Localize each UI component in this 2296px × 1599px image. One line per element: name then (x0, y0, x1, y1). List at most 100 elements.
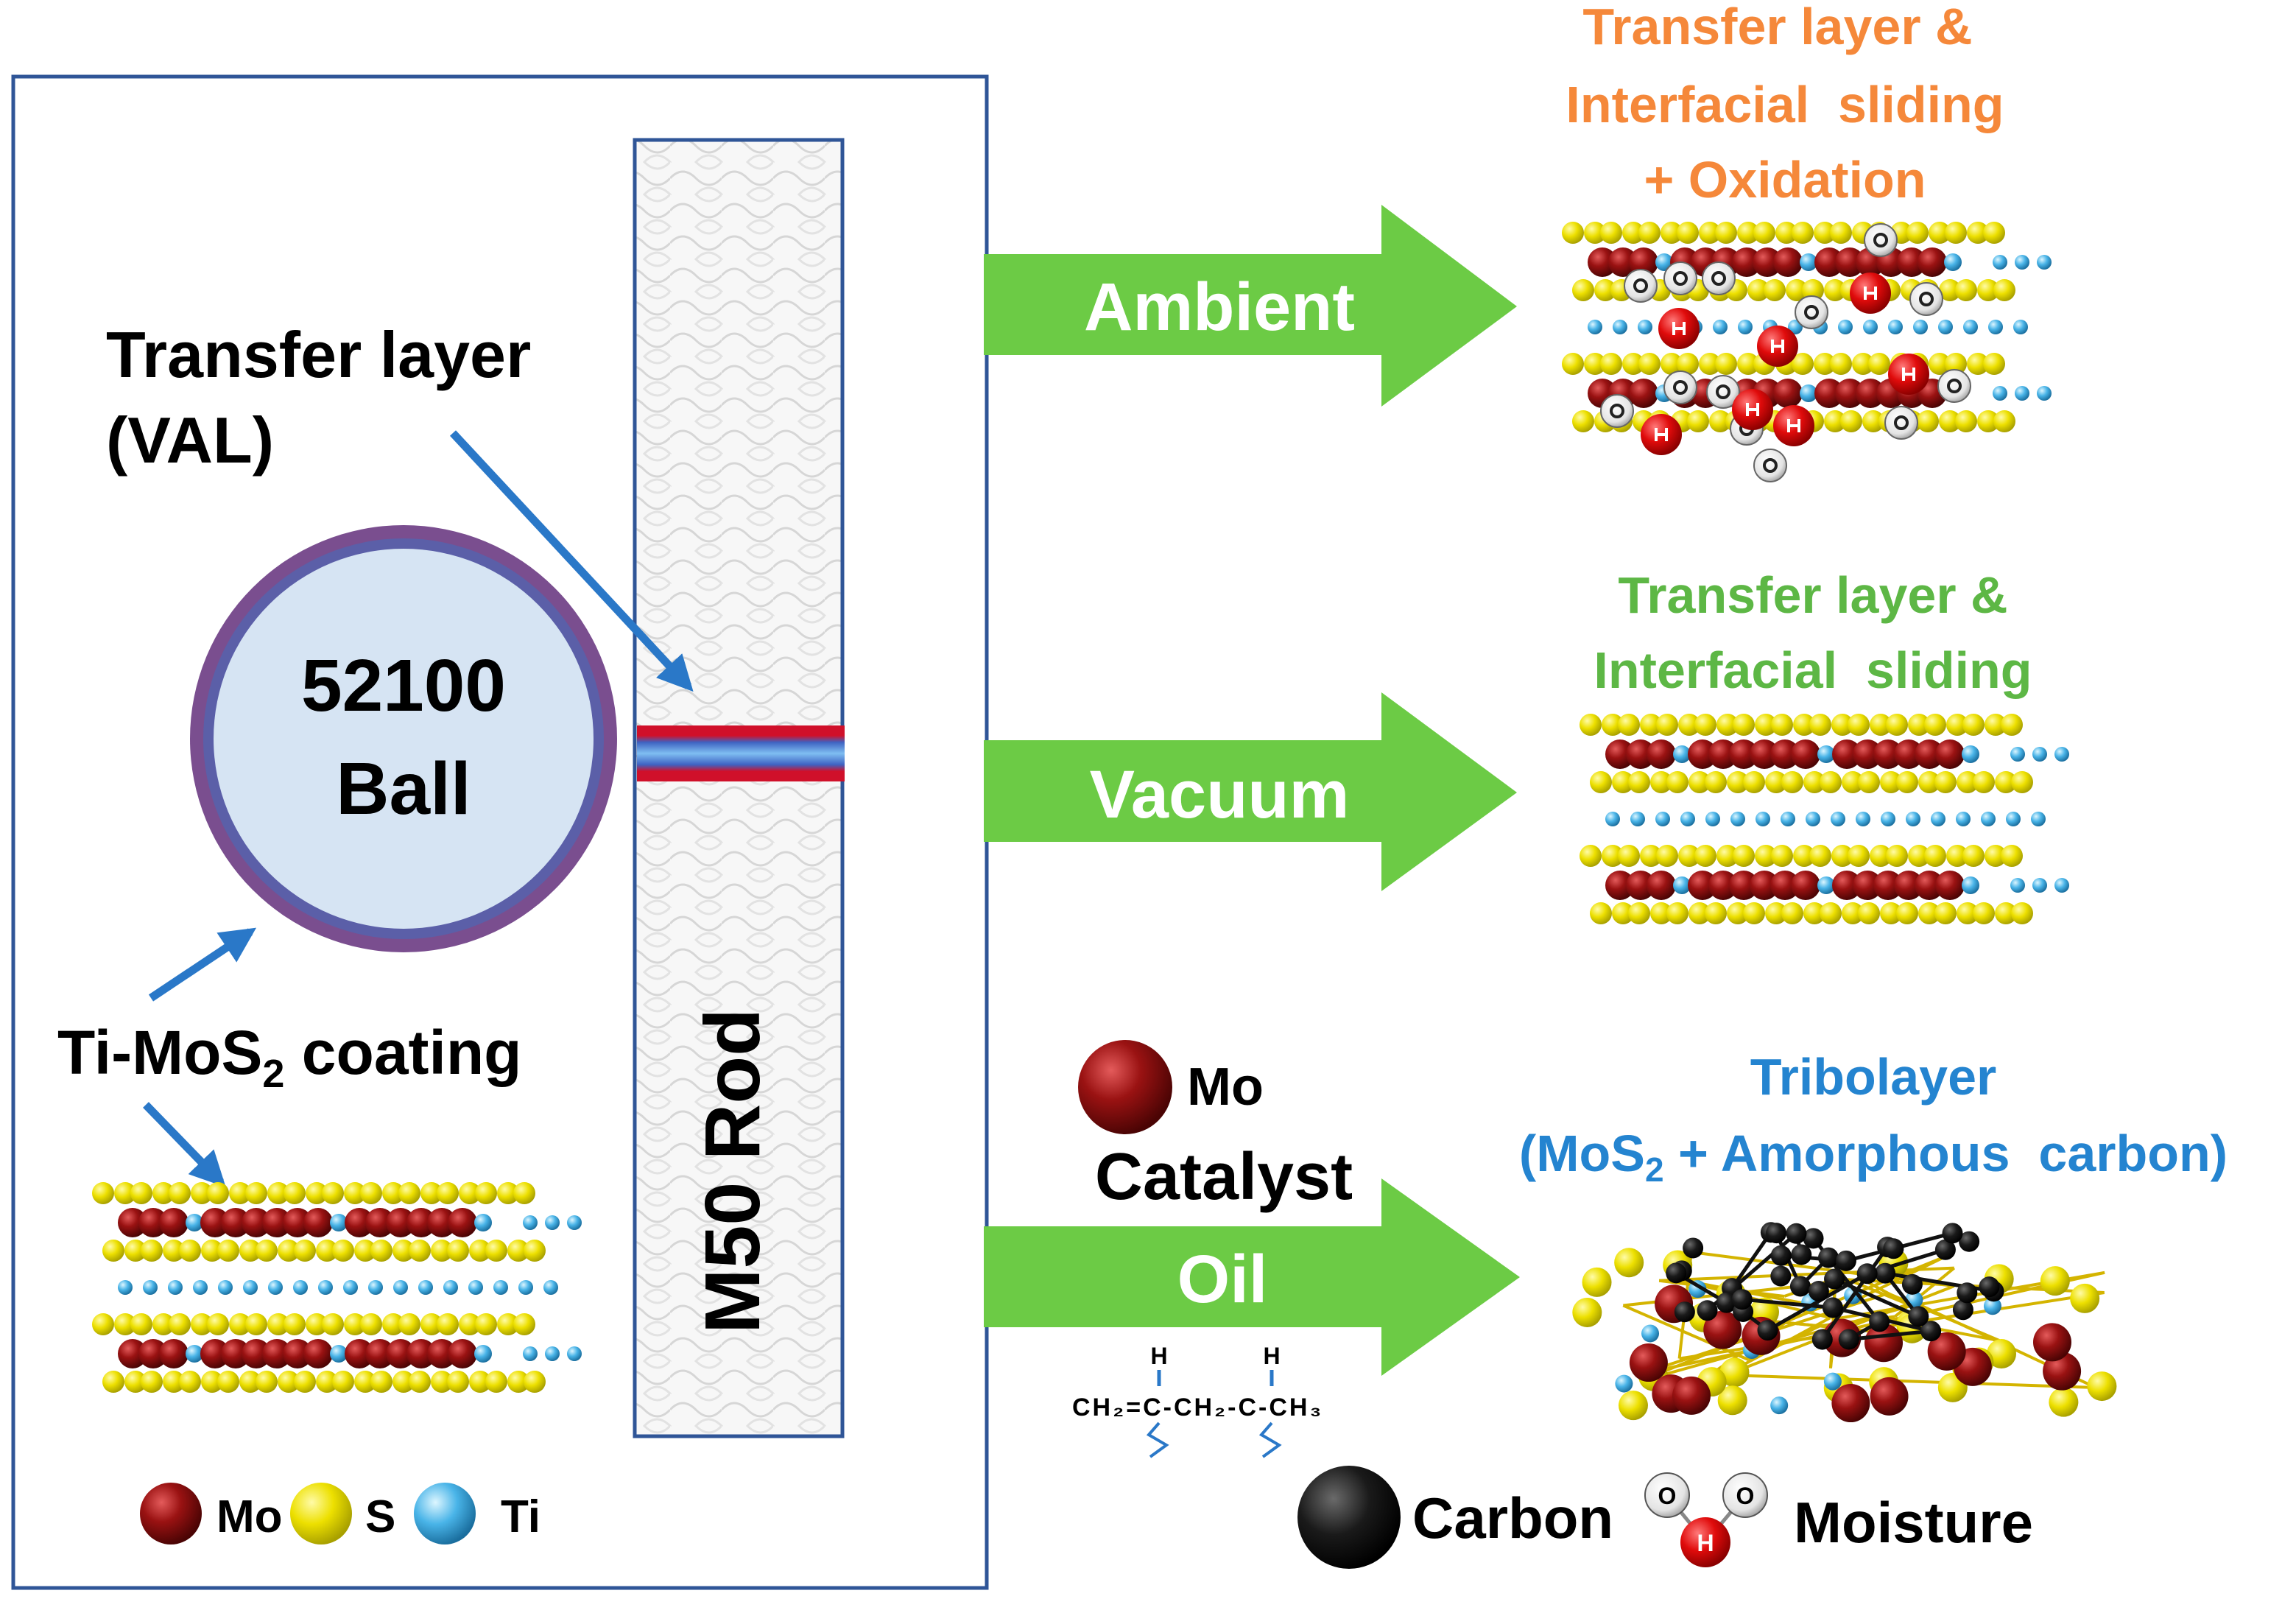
mo-atom (1647, 739, 1676, 769)
s-atom (1993, 410, 2015, 432)
s-atom (229, 1182, 251, 1204)
s-atom (1727, 771, 1749, 793)
vacuum-result-line2: Interfacial sliding (1594, 642, 2032, 699)
s-atom (124, 1371, 147, 1393)
s-atom (1699, 222, 1721, 244)
s-atom (1628, 771, 1650, 793)
carbon-atom (1697, 1300, 1718, 1321)
carbon-atom (1811, 1329, 1833, 1350)
carbon-atom (1875, 1262, 1896, 1284)
carbon-atom (1869, 1311, 1890, 1332)
s-atom (2011, 771, 2033, 793)
ti-atom (1823, 1372, 1842, 1391)
ti-atom (1983, 1297, 2001, 1315)
hydrogen-atom-mark (1902, 368, 1915, 381)
oxygen-atom (1624, 269, 1658, 303)
ti-atom (493, 1280, 508, 1295)
carbon-atom (1883, 1238, 1904, 1259)
s-atom (306, 1182, 328, 1204)
s-atom (507, 1371, 529, 1393)
mo-atom (1729, 871, 1758, 900)
s-atom (1743, 771, 1765, 793)
s-atom (469, 1371, 491, 1393)
s-atom (1727, 902, 1749, 924)
s-atom (1955, 410, 1977, 432)
s-atom (1612, 902, 1634, 924)
s-atom (1716, 845, 1739, 867)
legend-s-swatch (290, 1483, 352, 1544)
rod-label: M50 Rod (689, 1008, 776, 1334)
s-atom (92, 1182, 114, 1204)
vacuum-result-line1: Transfer layer & (1618, 566, 2007, 624)
ti-atom (1655, 812, 1670, 826)
mo-atom (1629, 1343, 1668, 1382)
s-atom (1983, 222, 2005, 244)
s-atom (1793, 845, 1815, 867)
mo-atom (2043, 1352, 2082, 1391)
mo-atom (200, 1208, 230, 1237)
ti-atom (1913, 320, 1928, 334)
ti-atom (1588, 320, 1602, 334)
s-atom (1618, 1391, 1648, 1421)
oxygen-atom-mark (1673, 271, 1688, 286)
mo-atom (365, 1208, 395, 1237)
s-atom (267, 1182, 289, 1204)
tribolayer-structure (1572, 1222, 2117, 1423)
s-atom (130, 1182, 152, 1204)
ti-atom (418, 1280, 433, 1295)
s-atom (207, 1182, 229, 1204)
ti-atom (1963, 320, 1978, 334)
carbon-atom (1959, 1231, 1980, 1252)
s-atom (322, 1182, 344, 1204)
s-atom (1677, 222, 1699, 244)
ti-atom (1993, 386, 2007, 401)
s-atom (1737, 353, 1759, 375)
ti-atom (1713, 320, 1728, 334)
s-atom (1793, 714, 1815, 736)
mo-atom (1773, 379, 1803, 408)
carbon-atom (1757, 1320, 1778, 1341)
s-atom (1580, 714, 1602, 736)
oil-result-line2: (MoS2 + Amorphous carbon) (1519, 1125, 2228, 1189)
ti-atom (2054, 747, 2069, 762)
ti-atom (1863, 320, 1878, 334)
ti-atom (523, 1215, 538, 1230)
s-atom (1656, 845, 1678, 867)
s-atom (1946, 714, 1968, 736)
carbon-atom (1808, 1281, 1829, 1302)
s-atom (475, 1313, 497, 1335)
s-atom (217, 1371, 239, 1393)
s-atom (1640, 714, 1662, 736)
s-atom (332, 1371, 354, 1393)
ti-atom (118, 1280, 133, 1295)
mo-atom (221, 1208, 250, 1237)
s-atom (1886, 714, 1908, 736)
s-atom (1809, 845, 1831, 867)
mo-atom (1856, 379, 1885, 408)
ti-atom (1993, 255, 2007, 270)
ti-atom (1888, 320, 1903, 334)
mo-atom (1791, 739, 1820, 769)
mo-atom (1927, 1332, 1966, 1371)
s-atom (1600, 222, 1622, 244)
s-atom (169, 1182, 191, 1204)
ball-label-line2: Ball (336, 748, 471, 830)
ti-atom (1944, 253, 1962, 271)
s-atom (141, 1371, 163, 1393)
s-atom (278, 1240, 300, 1262)
carbon-atom (1766, 1223, 1787, 1244)
hydrogen-atom-mark (1787, 419, 1800, 432)
mo-atom (386, 1339, 415, 1368)
ti-atom (474, 1345, 492, 1363)
s-atom (1755, 845, 1777, 867)
s-atom (1917, 410, 1939, 432)
s-atom (179, 1240, 201, 1262)
carbon-atom (1770, 1265, 1792, 1287)
oxygen-atom (1909, 282, 1943, 316)
oxygen-atom-mark (1716, 384, 1730, 399)
s-atom (1705, 902, 1727, 924)
bottom-legend: Carbon O O H Moisture (1297, 1466, 2033, 1569)
moisture-h-label: H (1697, 1530, 1714, 1556)
s-atom (1705, 771, 1727, 793)
ti-atom (1673, 745, 1691, 763)
